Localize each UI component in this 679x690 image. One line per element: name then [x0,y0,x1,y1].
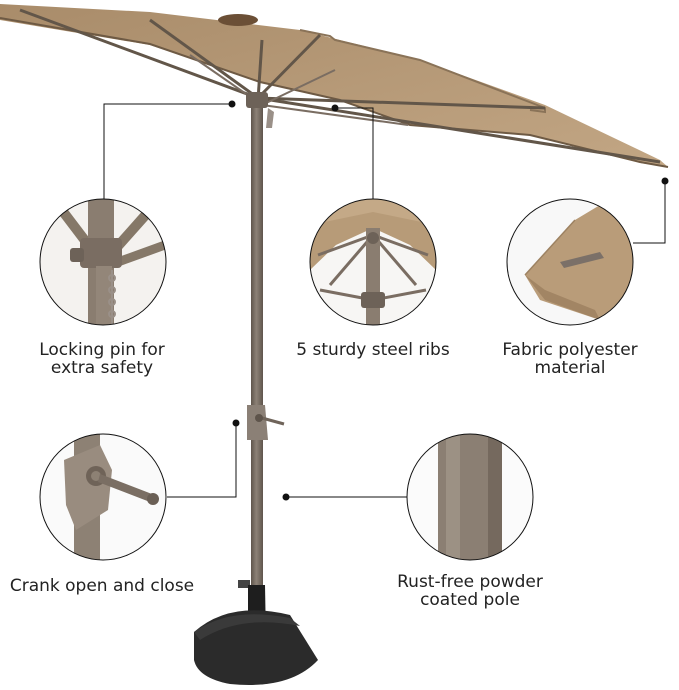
fabric-caption: Fabric polyester material [490,341,650,377]
pole-caption: Rust-free powder coated pole [385,573,555,609]
ribs-caption: 5 sturdy steel ribs [283,341,463,359]
locking-pin-caption-line1: Locking pin for [39,340,165,360]
locking-pin-caption: Locking pin for extra safety [22,341,182,377]
canopy [0,4,669,168]
fabric-detail [506,198,634,326]
crank-caption: Crank open and close [4,577,200,595]
pole-caption-line1: Rust-free powder [397,572,543,592]
pole-detail [406,433,534,561]
ribs-detail [309,198,437,326]
pole [238,92,285,590]
crank-detail [39,433,167,561]
umbrella-base [194,585,318,685]
callout-lines [103,103,666,498]
pole-caption-line2: coated pole [420,590,520,610]
callout-dots [228,100,669,501]
locking-pin-detail [39,198,167,326]
fabric-caption-line1: Fabric polyester [502,340,638,360]
crank-caption-line1: Crank open and close [9,576,195,596]
ribs-caption-line1: 5 sturdy steel ribs [296,340,450,360]
fabric-caption-line2: material [534,358,606,378]
locking-pin-caption-line2: extra safety [50,358,154,378]
